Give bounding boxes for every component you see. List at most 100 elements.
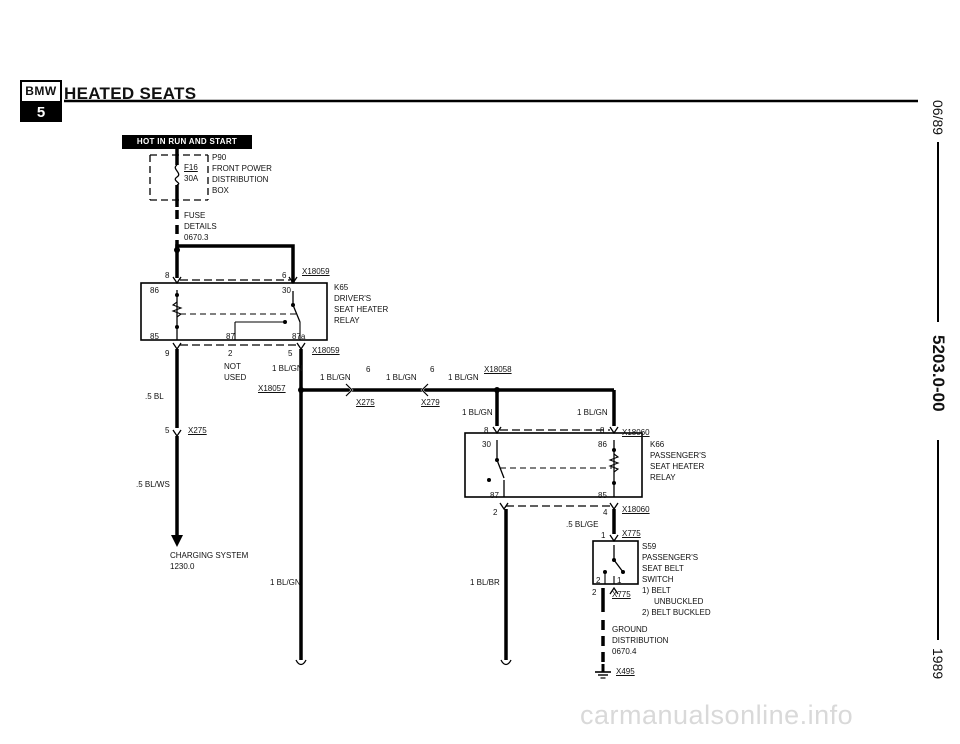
logo-bottom-text: 5 bbox=[22, 103, 60, 122]
wire-label-1-blbr: 1 BL/BR bbox=[470, 578, 500, 587]
fuse-details-line3: 0670.3 bbox=[184, 233, 209, 242]
pin-6-x18059: 6 bbox=[282, 271, 287, 280]
fuse-f16-symbol bbox=[174, 164, 180, 186]
s59-note2: 2) BELT BUCKLED bbox=[642, 608, 711, 617]
fuse-f16: F16 bbox=[184, 163, 198, 172]
k65-ref: K65 bbox=[334, 283, 349, 292]
k66-line3: RELAY bbox=[650, 473, 676, 482]
k65-pin85: 85 bbox=[150, 332, 159, 341]
wire-to-x18059 bbox=[175, 244, 295, 283]
connector-x18059-a-label: X18059 bbox=[302, 267, 330, 276]
k66-line1: PASSENGER'S bbox=[650, 451, 707, 460]
k65-pin87a: 87a bbox=[292, 332, 306, 341]
fuse-box-outline bbox=[149, 154, 209, 201]
not-used-line2: USED bbox=[224, 373, 247, 382]
connector-x775-a-label: X775 bbox=[622, 529, 641, 538]
k66-pin86: 86 bbox=[598, 440, 607, 449]
s59-pos1: 1 bbox=[617, 576, 622, 585]
k65-pin87: 87 bbox=[226, 332, 235, 341]
pin-4: 4 bbox=[603, 508, 608, 517]
connector-x18060-a-label: X18060 bbox=[622, 428, 650, 437]
not-used-line1: NOT bbox=[224, 362, 241, 371]
wire-label-5-bl: .5 BL bbox=[145, 392, 164, 401]
pin-6b: 6 bbox=[366, 365, 371, 374]
wire-label-1-blgn-e: 1 BL/GN bbox=[462, 408, 493, 417]
connector-x275-a-label: X275 bbox=[188, 426, 207, 435]
connector-x18060-b-label: X18060 bbox=[622, 505, 650, 514]
wire-label-1-blgn-b: 1 BL/GN bbox=[320, 373, 351, 382]
k66-pin30: 30 bbox=[482, 440, 491, 449]
watermark: carmanualsonline.info bbox=[580, 700, 854, 730]
s59-line2: SEAT BELT bbox=[642, 564, 684, 573]
s59-switch-box bbox=[592, 540, 639, 585]
logo-top-text: BMW bbox=[22, 82, 60, 103]
k65-switch-arm bbox=[292, 304, 301, 323]
k66-pin87: 87 bbox=[490, 491, 499, 500]
k65-relay-box bbox=[140, 282, 328, 341]
pin-6c: 6 bbox=[430, 365, 435, 374]
pin-2c: 2 bbox=[592, 588, 597, 597]
fuse-details-line1: FUSE bbox=[184, 211, 206, 220]
wire-label-1-blgn-g: 1 BL/GN bbox=[270, 578, 301, 587]
k65-line1: DRIVER'S bbox=[334, 294, 372, 303]
wire-label-5-blge: .5 BL/GE bbox=[566, 520, 599, 529]
k66-switch-arm bbox=[496, 459, 505, 479]
k66-coil bbox=[608, 453, 620, 473]
k65-line2: SEAT HEATER bbox=[334, 305, 389, 314]
connector-x18059-b-label: X18059 bbox=[312, 346, 340, 355]
pin-5b: 5 bbox=[165, 426, 170, 435]
pin-2b: 2 bbox=[493, 508, 498, 517]
k65-line3: RELAY bbox=[334, 316, 360, 325]
s59-line3: SWITCH bbox=[642, 575, 674, 584]
fuse-box-line1: FRONT POWER bbox=[212, 164, 272, 173]
pin-5-x18059: 5 bbox=[288, 349, 293, 358]
wire-label-1-blgn-c: 1 BL/GN bbox=[386, 373, 417, 382]
pin-9: 9 bbox=[165, 349, 170, 358]
fuse-box-line2: DISTRIBUTION bbox=[212, 175, 269, 184]
s59-note1a: 1) BELT bbox=[642, 586, 671, 595]
k66-line2: SEAT HEATER bbox=[650, 462, 705, 471]
fuse-amps: 30A bbox=[184, 174, 199, 183]
connector-x775-b-label: X775 bbox=[612, 590, 631, 599]
p90-ref: P90 bbox=[212, 153, 227, 162]
k65-pin86: 86 bbox=[150, 286, 159, 295]
hot-in-run-start-label: HOT IN RUN AND START bbox=[122, 135, 252, 149]
pin-8c: 8 bbox=[600, 426, 605, 435]
page-title: HEATED SEATS bbox=[64, 84, 197, 103]
pin-2: 2 bbox=[228, 349, 233, 358]
charging-line2: 1230.0 bbox=[170, 562, 195, 571]
fuse-details-line2: DETAILS bbox=[184, 222, 217, 231]
wire-label-1-blgn-a: 1 BL/GN bbox=[272, 364, 303, 373]
pin-8-k65: 8 bbox=[165, 271, 170, 280]
k66-ref: K66 bbox=[650, 440, 665, 449]
bmw-logo: BMW 5 bbox=[20, 80, 62, 122]
connector-x18058-label: X18058 bbox=[484, 365, 512, 374]
wire-label-5-blws: .5 BL/WS bbox=[136, 480, 170, 489]
connector-x275 bbox=[345, 383, 353, 397]
connector-x279 bbox=[421, 383, 429, 397]
ground-symbol bbox=[595, 664, 611, 679]
k65-pin30: 30 bbox=[282, 286, 291, 295]
side-code: 5203.0-00 bbox=[929, 335, 948, 412]
s59-line1: PASSENGER'S bbox=[642, 553, 699, 562]
header: BMW 5 bbox=[20, 80, 235, 124]
wire-label-1-blgn-d: 1 BL/GN bbox=[448, 373, 479, 382]
charging-arrow bbox=[171, 535, 183, 547]
k66-pin85: 85 bbox=[598, 491, 607, 500]
side-date: 06/89 bbox=[930, 100, 946, 136]
k66-relay-box bbox=[464, 432, 643, 498]
connector-x18057-label: X18057 bbox=[258, 384, 286, 393]
pin-1: 1 bbox=[601, 531, 606, 540]
ground-line1: GROUND bbox=[612, 625, 648, 634]
wire-label-1-blgn-f: 1 BL/GN bbox=[577, 408, 608, 417]
s59-ref: S59 bbox=[642, 542, 657, 551]
charging-line1: CHARGING SYSTEM bbox=[170, 551, 249, 560]
pin-8b: 8 bbox=[484, 426, 489, 435]
s59-note1b: UNBUCKLED bbox=[654, 597, 704, 606]
connector-x275-b-label: X275 bbox=[356, 398, 375, 407]
fuse-box-line3: BOX bbox=[212, 186, 229, 195]
connector-x495-label: X495 bbox=[616, 667, 635, 676]
connector-x279-label: X279 bbox=[421, 398, 440, 407]
ground-line3: 0670.4 bbox=[612, 647, 637, 656]
